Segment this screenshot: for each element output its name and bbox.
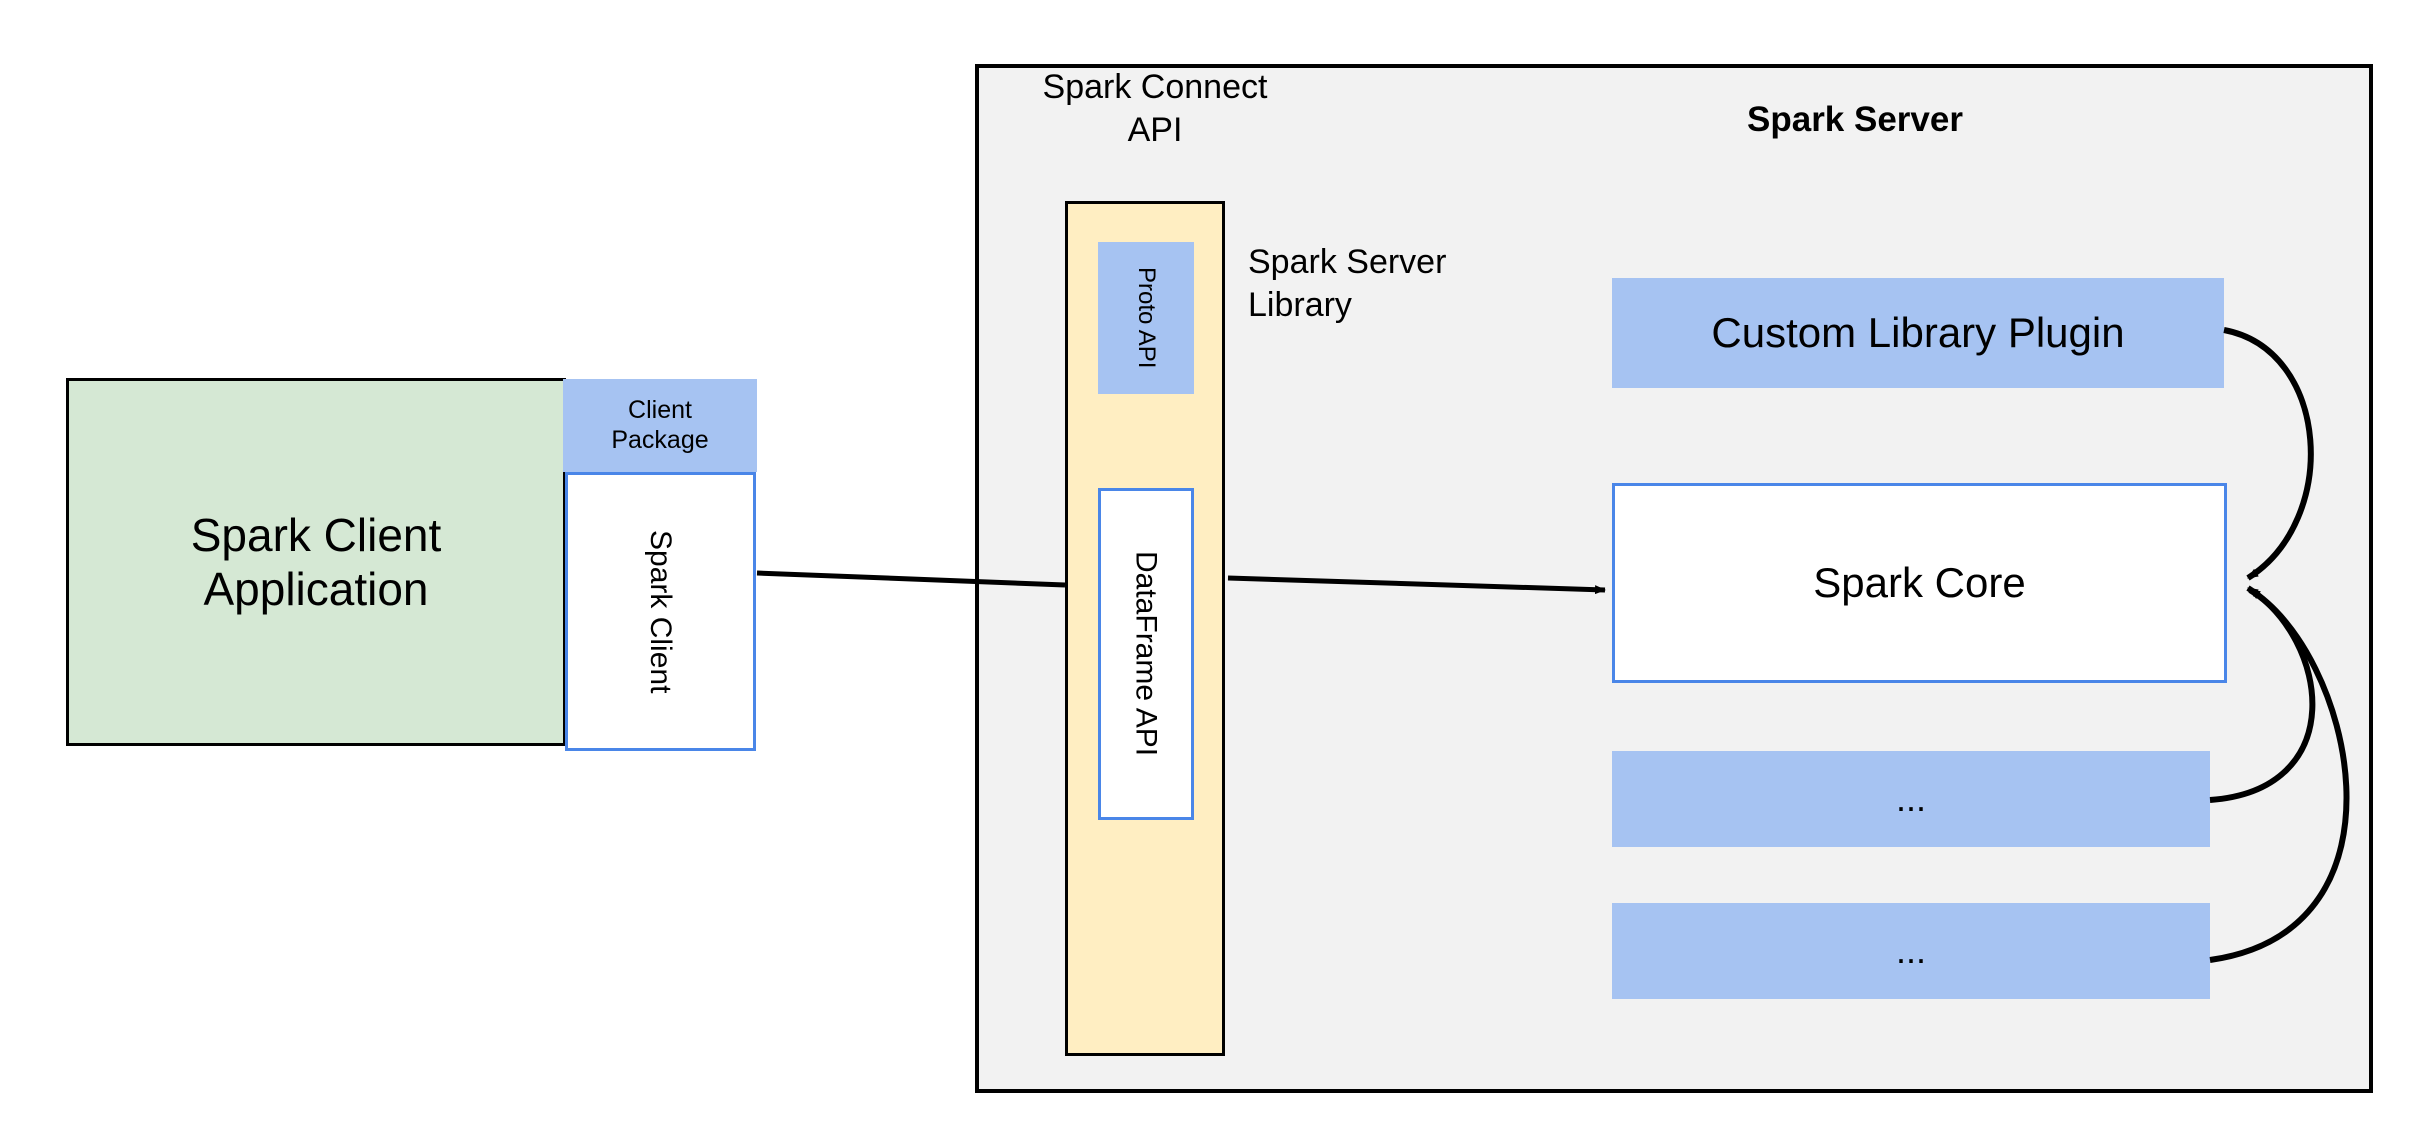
custom-library-plugin-label: Custom Library Plugin <box>1711 309 2125 357</box>
placeholder-component-label-2: ... <box>1895 929 1926 971</box>
dataframe-api-label: DataFrame API <box>1129 551 1163 757</box>
proto-api-box: Proto API <box>1098 242 1194 394</box>
placeholder-component-box-2: ... <box>1612 903 2210 999</box>
proto-api-label: Proto API <box>1133 267 1161 369</box>
custom-library-plugin-box: Custom Library Plugin <box>1612 278 2224 388</box>
placeholder-component-box-1: ... <box>1612 751 2210 847</box>
spark-core-box: Spark Core <box>1612 483 2227 683</box>
dataframe-api-box: DataFrame API <box>1098 488 1194 820</box>
spark-server-title: Spark Server <box>1747 100 1963 139</box>
placeholder-component-label-1: ... <box>1895 777 1926 819</box>
spark-core-label: Spark Core <box>1813 559 2026 607</box>
spark-client-label: Spark Client <box>644 529 678 694</box>
spark-client-box: Spark Client <box>565 472 756 751</box>
